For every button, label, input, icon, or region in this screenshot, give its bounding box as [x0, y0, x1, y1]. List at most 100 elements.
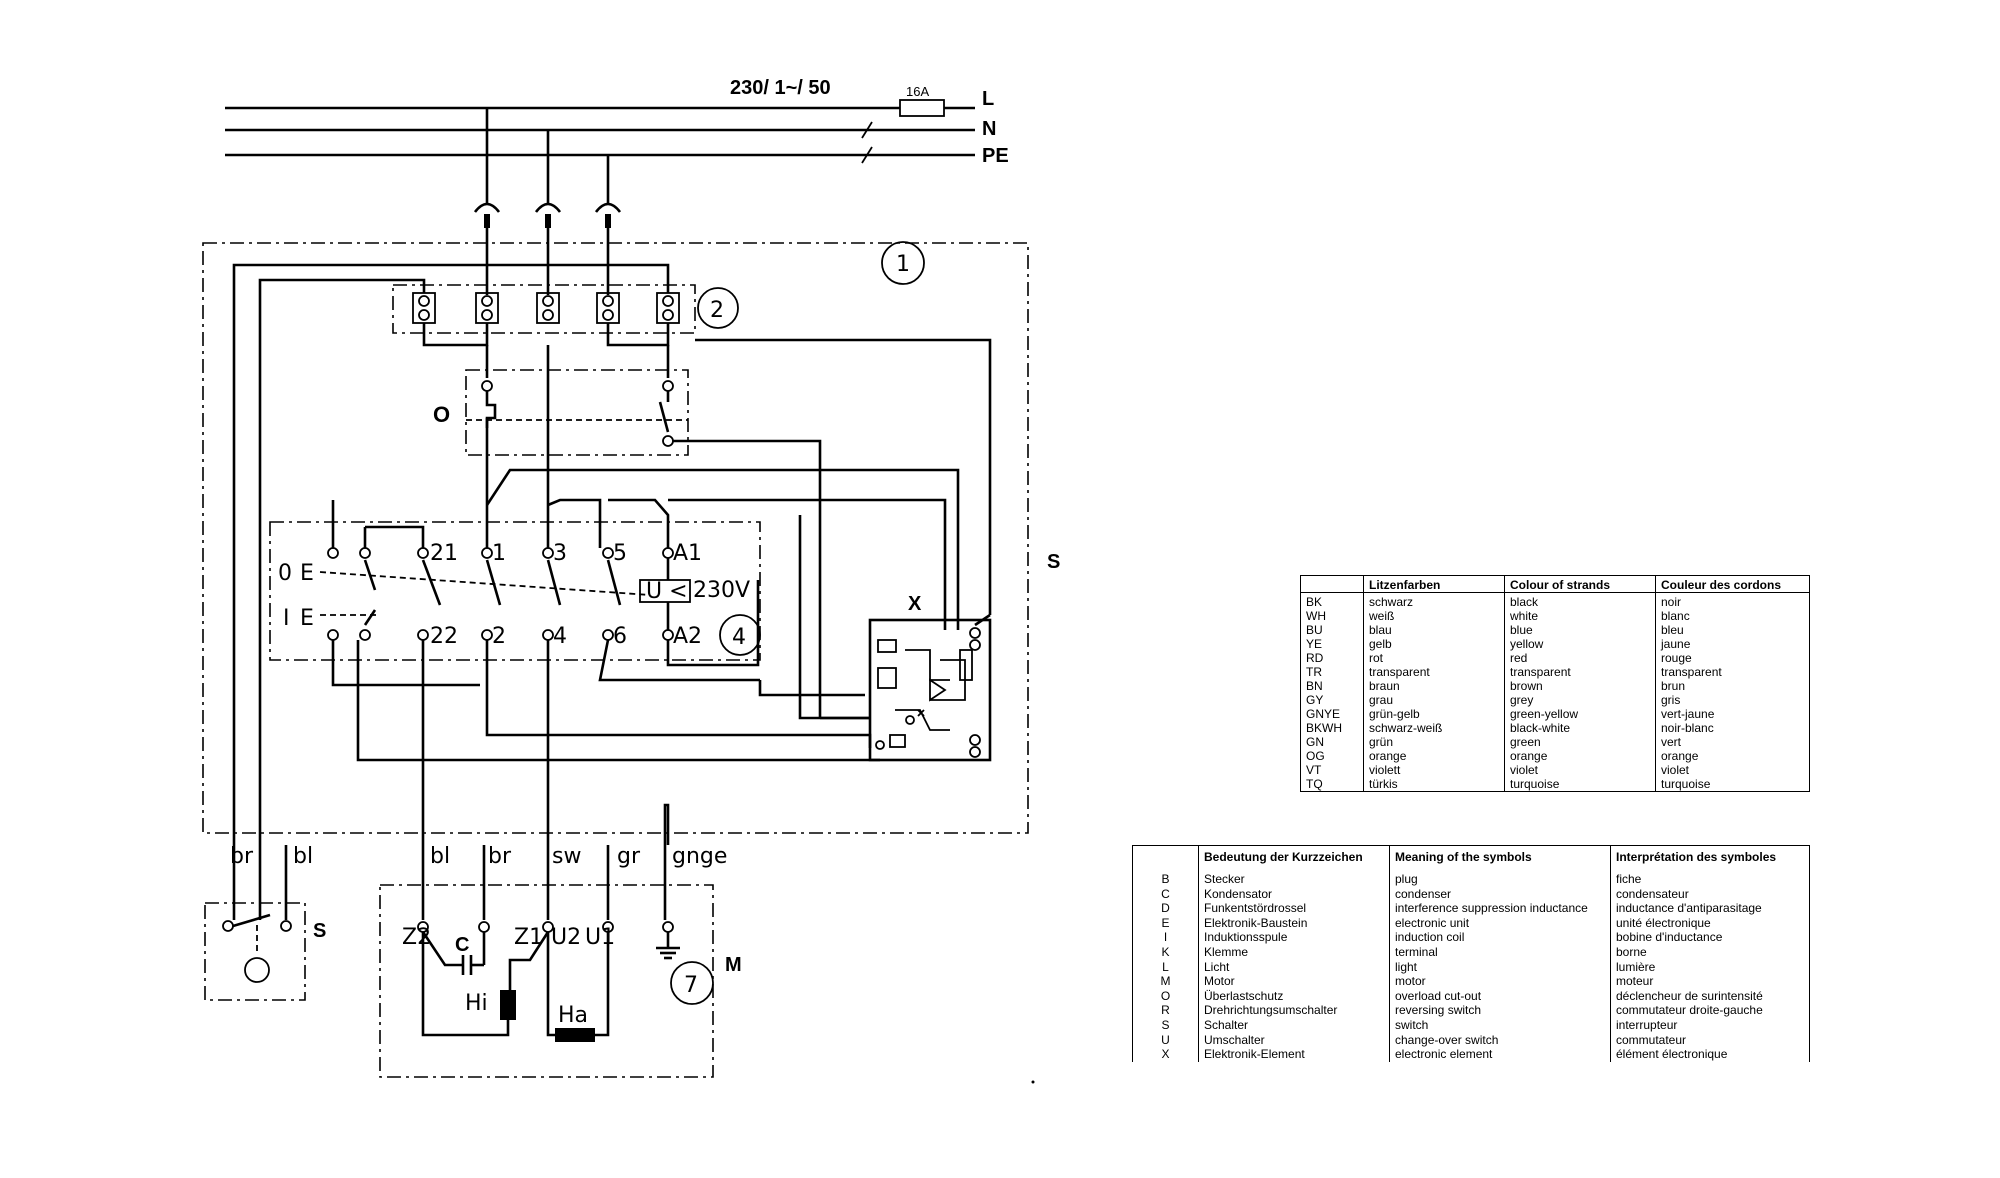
symbol-table-header: Bedeutung der Kurzzeichen Meaning of the… [1133, 845, 1810, 872]
contactor-terminal-3: 3 [553, 541, 567, 566]
contactor-terminal-6: 6 [613, 624, 627, 649]
colour-table-row-code: OG [1306, 749, 1325, 763]
wire-label-br-1: br [230, 844, 254, 869]
internal-wiring [232, 263, 992, 845]
symbol-table-header-de: Bedeutung der Kurzzeichen [1198, 845, 1390, 872]
terminal-block: 2 [392, 284, 739, 334]
colour-table-row-code: TQ [1306, 777, 1323, 791]
symbol-table-row-de: Licht [1198, 959, 1390, 975]
colour-table-row-de: grün-gelb [1363, 707, 1505, 721]
colour-table-row-en: red [1504, 651, 1656, 665]
symbol-table-row-code: U [1161, 1032, 1170, 1047]
symbol-table-row-code: C [1161, 886, 1170, 901]
colour-table-row-fr: noir [1655, 592, 1810, 609]
symbol-table-row-code: L [1162, 959, 1169, 974]
contactor-coil-voltage: 230V [693, 578, 750, 603]
electronic-letter: X [908, 593, 922, 615]
contactor-terminal-a1: A1 [673, 541, 702, 566]
colour-table-row-en: violet [1504, 763, 1656, 777]
symbol-table-row-en: interference suppression inductance [1389, 901, 1611, 916]
main-switch-letter: S [1047, 551, 1060, 573]
colour-table-row-fr: orange [1655, 749, 1810, 763]
symbol-table-row-en: motor [1389, 974, 1611, 989]
overload-cutout: O [433, 369, 822, 718]
symbol-table-row-de: Motor [1198, 974, 1390, 989]
symbol-table-row-en: terminal [1389, 944, 1611, 960]
colour-table-row-code: RD [1306, 651, 1324, 665]
contactor-terminal-22: 22 [430, 624, 458, 649]
symbol-table-row-en: overload cut-out [1389, 988, 1611, 1004]
colour-table-header-code [1300, 575, 1364, 593]
contactor-on-label: I [283, 606, 290, 631]
symbol-table-row-de: Drehrichtungsumschalter [1198, 1003, 1390, 1018]
colour-table-row-de: braun [1363, 679, 1505, 693]
line-label-l: L [982, 88, 994, 110]
colour-table-header: Litzenfarben Colour of strands Couleur d… [1300, 575, 1810, 593]
colour-table-row-fr: vert-jaune [1655, 707, 1810, 721]
symbol-table-row-fr: commutateur [1610, 1032, 1810, 1048]
symbol-table-row-de: Elektronik-Baustein [1198, 915, 1390, 931]
terminal-block-number: 2 [710, 298, 724, 323]
plug-connectors [473, 108, 622, 295]
contactor-off-label: 0 [278, 561, 292, 586]
wire-label-sw: sw [552, 844, 581, 869]
wire-label-gnge: gnge [672, 844, 727, 869]
motor-letter: M [725, 954, 742, 976]
colour-table-row-en: green [1504, 735, 1656, 749]
symbol-table-row-fr: unité électronique [1610, 915, 1810, 931]
colour-table-row-fr: transparent [1655, 665, 1810, 679]
symbol-table-header-en: Meaning of the symbols [1389, 845, 1611, 872]
colour-table-row-code: BKWH [1306, 721, 1342, 735]
contactor-wiring [356, 345, 991, 845]
contactor-terminal-5: 5 [613, 541, 627, 566]
wire-label-bl-2: bl [430, 844, 450, 869]
symbol-table-row-en: change-over switch [1389, 1032, 1611, 1048]
symbol-table-row-code: S [1161, 1017, 1170, 1032]
colour-table-row-fr: vert [1655, 735, 1810, 749]
wire-label-br-2: br [488, 844, 512, 869]
colour-table-row-de: transparent [1363, 665, 1505, 679]
colour-table-row-fr: noir-blanc [1655, 721, 1810, 735]
colour-table-row-de: grau [1363, 693, 1505, 707]
motor-terminal-u2: U2 [551, 925, 581, 950]
colour-table-row-de: grün [1363, 735, 1505, 749]
colour-table-row-de: schwarz [1363, 592, 1505, 609]
colour-table-row-code: GNYE [1306, 707, 1341, 721]
colour-table-row-code: GY [1306, 693, 1324, 707]
motor: M 7 Z2 Z1 U2 U1 C Hi Ha [379, 803, 742, 1078]
symbol-table-row-en: condenser [1389, 886, 1611, 902]
colour-table-row-de: weiß [1363, 609, 1505, 623]
colour-table-row-en: grey [1504, 693, 1656, 707]
symbol-table-row-code: B [1161, 872, 1170, 886]
colour-table-row-fr: brun [1655, 679, 1810, 693]
symbol-table-row-code: K [1161, 944, 1170, 959]
wire-labels: br bl bl br sw gr gnge [230, 844, 727, 869]
housing-frame: 1 [202, 241, 1029, 834]
contactor-terminal-1: 1 [492, 541, 506, 566]
colour-table-row-de: türkis [1363, 777, 1505, 792]
symbol-table-row-fr: commutateur droite-gauche [1610, 1003, 1810, 1018]
colour-table-row-en: orange [1504, 749, 1656, 763]
symbol-table-row-code: R [1161, 1003, 1170, 1018]
wire-label-bl-1: bl [293, 844, 313, 869]
symbol-table-row-fr: inductance d'antiparasitage [1610, 901, 1810, 916]
electronic-element: X [868, 593, 992, 762]
symbol-table-row-fr: interrupteur [1610, 1017, 1810, 1033]
colour-table-row-code: BU [1306, 623, 1323, 637]
colour-table-row-en: yellow [1504, 637, 1656, 651]
